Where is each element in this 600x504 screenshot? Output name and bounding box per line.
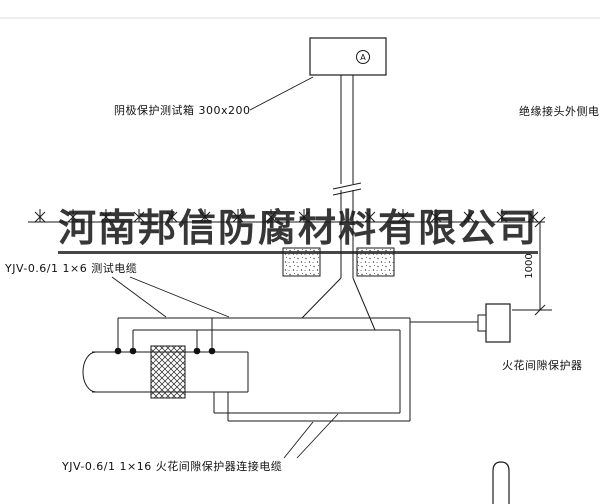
- spark-gap-protector: [477, 303, 511, 343]
- riser-symbol: [492, 461, 510, 504]
- company-watermark: 河南邦信防腐材料有限公司: [58, 205, 539, 254]
- weld-dot: [208, 347, 216, 355]
- cable-runs: [117, 317, 478, 422]
- ammeter-symbol: A: [360, 53, 366, 62]
- label-test-cable: YJV-0.6/1 1×6 测试电缆: [5, 262, 138, 275]
- pipe-break-icon: [332, 182, 362, 196]
- label-test-box: 阴极保护测试箱 300x200: [114, 104, 251, 117]
- leader-lines: [111, 76, 339, 459]
- weld-dot: [129, 347, 137, 355]
- ammeter-circle: [356, 50, 370, 64]
- test-box: A: [309, 37, 387, 76]
- weld-dot: [114, 347, 122, 355]
- insulating-joint: [150, 345, 186, 399]
- label-connection-cable: YJV-0.6/1 1×16 火花间隙保护器连接电缆: [62, 460, 283, 473]
- pipe-end-cap: [82, 351, 97, 393]
- conduit: [332, 75, 362, 222]
- leader-test-box: [249, 76, 314, 111]
- dimension-text: 1000: [524, 253, 535, 278]
- weld-dot: [193, 347, 201, 355]
- pipeline: [82, 345, 249, 399]
- label-insulated-joint-cable: 绝缘接头外侧电缆: [519, 105, 600, 118]
- leader-test-cable-2: [129, 276, 230, 318]
- label-spark-gap-protector: 火花间隙保护器: [502, 359, 583, 372]
- leader-connection-cable-1: [283, 421, 314, 459]
- ground-line: [28, 208, 545, 223]
- weld-dots: [114, 347, 216, 355]
- buried-cables: [301, 222, 376, 331]
- leader-test-cable-1: [111, 276, 167, 318]
- dimension-1000: 1000: [512, 216, 552, 316]
